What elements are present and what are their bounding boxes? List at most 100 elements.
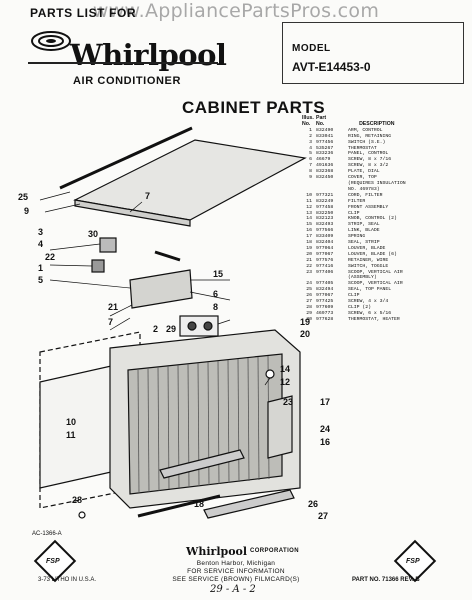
description-cell: CLIP (2) [348, 305, 372, 310]
part-no-cell: 832494 [316, 287, 334, 293]
part-no-cell: 46679 [316, 157, 331, 163]
thermostat-part [99, 237, 117, 253]
fsp-seal-right-text: FSP [406, 558, 420, 565]
control-knob-part [187, 321, 197, 331]
section-title: CABINET PARTS [182, 98, 326, 117]
illus-no-cell: 27 [306, 299, 312, 305]
callout-7: 7 [145, 191, 151, 201]
callout-4: 4 [38, 239, 44, 249]
table-row: (ASSEMBLY) [302, 275, 408, 281]
fsp-seal-left-text: FSP [46, 558, 60, 565]
table-row: 13 832250 CLIP [302, 211, 408, 217]
watermark-text: www.AppliancePartsPros.com [92, 0, 380, 22]
description-cell: CLIP [348, 293, 360, 299]
bottom-seal-part [137, 494, 221, 518]
description-cell: PLATE, DIAL [348, 169, 380, 175]
illus-no-cell: 15 [306, 222, 312, 228]
callout-14: 14 [280, 364, 291, 374]
part-no-cell: 832493 [316, 222, 334, 228]
model-label: MODEL [292, 43, 331, 54]
callout-24: 24 [320, 424, 331, 434]
illus-no-cell: 29 [306, 310, 312, 316]
description-cell: (REQUIRES INSULATION [348, 180, 406, 186]
description-cell: THERMOSTAT, HEATER [348, 316, 400, 322]
brand-logo: Whirlpool [70, 38, 227, 72]
callout-1: 1 [38, 263, 44, 273]
description-cell: SCREW, 8 x 3/2 [348, 163, 389, 169]
callout-25: 25 [18, 192, 29, 202]
description-cell: SCOOP, VERTICAL AIR [348, 269, 403, 275]
part-no-cell: 977416 [316, 263, 334, 269]
col-header-illus-no: No. [302, 120, 311, 127]
description-cell: CLIP [348, 210, 360, 216]
part-no-cell: 977566 [316, 228, 334, 234]
illus-no-cell: 12 [306, 204, 312, 210]
footer-service-line1: FOR SERVICE INFORMATION [187, 568, 285, 575]
exploded-parts-diagram [39, 126, 307, 519]
table-row: 8 832368 PLATE, DIAL [302, 169, 408, 175]
whirlpool-swirl-logo-icon [31, 31, 71, 51]
callout-12: 12 [280, 377, 291, 387]
description-cell: LINK, BLADE [348, 228, 380, 234]
air-scoop-part [267, 395, 293, 459]
description-cell: ARM, CONTROL [348, 127, 383, 133]
description-cell: SWITCH, TOGGLE [348, 263, 389, 269]
part-no-cell: 832404 [316, 240, 334, 246]
part-no-cell: 832250 [316, 210, 334, 216]
part-no-cell: 832249 [316, 198, 334, 204]
illus-no-cell: 30 [306, 316, 312, 322]
description-cell: STRIP, SEAL [348, 222, 380, 228]
callout-17: 17 [320, 397, 331, 407]
callout-27: 27 [318, 511, 329, 521]
louver-blade-part [159, 449, 245, 479]
callout-15: 15 [213, 269, 224, 279]
col-header: Part [316, 115, 327, 121]
model-number: AVT-E14453-0 [292, 60, 371, 74]
callout-23: 23 [283, 397, 294, 407]
part-no-cell: 833409 [316, 234, 334, 240]
illus-no-cell: 13 [306, 210, 312, 216]
clip-part [265, 369, 275, 379]
litho-note: 3-73 LITHO IN U.S.A. [38, 577, 97, 583]
illus-no-cell: 7 [309, 163, 312, 169]
illus-no-cell: 8 [309, 169, 312, 175]
description-cell: SCREW, 6 x 5/16 [348, 310, 392, 316]
description-cell: CORD, FILTER [348, 192, 383, 198]
description-cell: THERMOSTAT [348, 145, 377, 151]
callout-11: 11 [66, 430, 76, 440]
col-header-part-no: No. [316, 120, 325, 127]
callout-26: 26 [308, 499, 319, 509]
footer-corp: CORPORATION [250, 548, 299, 554]
callout-18: 18 [194, 499, 205, 509]
description-cell: SCREW, 8 x 7/16 [348, 157, 392, 163]
illus-no-cell: 18 [306, 240, 312, 246]
description-cell: LOUVER, BLADE (6) [348, 251, 397, 257]
illus-no-cell: 1 [309, 127, 312, 133]
part-no-cell: 977425 [316, 299, 334, 305]
filter-part [39, 363, 121, 489]
callout-29: 29 [166, 324, 177, 334]
callout-21: 21 [108, 302, 119, 312]
footer-city: Benton Harbor, Michigan [196, 560, 276, 567]
col-header-description: DESCRIPTION [359, 120, 395, 127]
part-no-cell: 832368 [316, 169, 334, 175]
callout-3: 3 [38, 227, 44, 237]
part-no-cell: 977064 [316, 245, 334, 251]
illus-no-cell: 4 [309, 145, 312, 151]
description-cell: PANEL, CONTROL [348, 151, 389, 157]
table-header-row: Illus. Part [302, 115, 408, 122]
